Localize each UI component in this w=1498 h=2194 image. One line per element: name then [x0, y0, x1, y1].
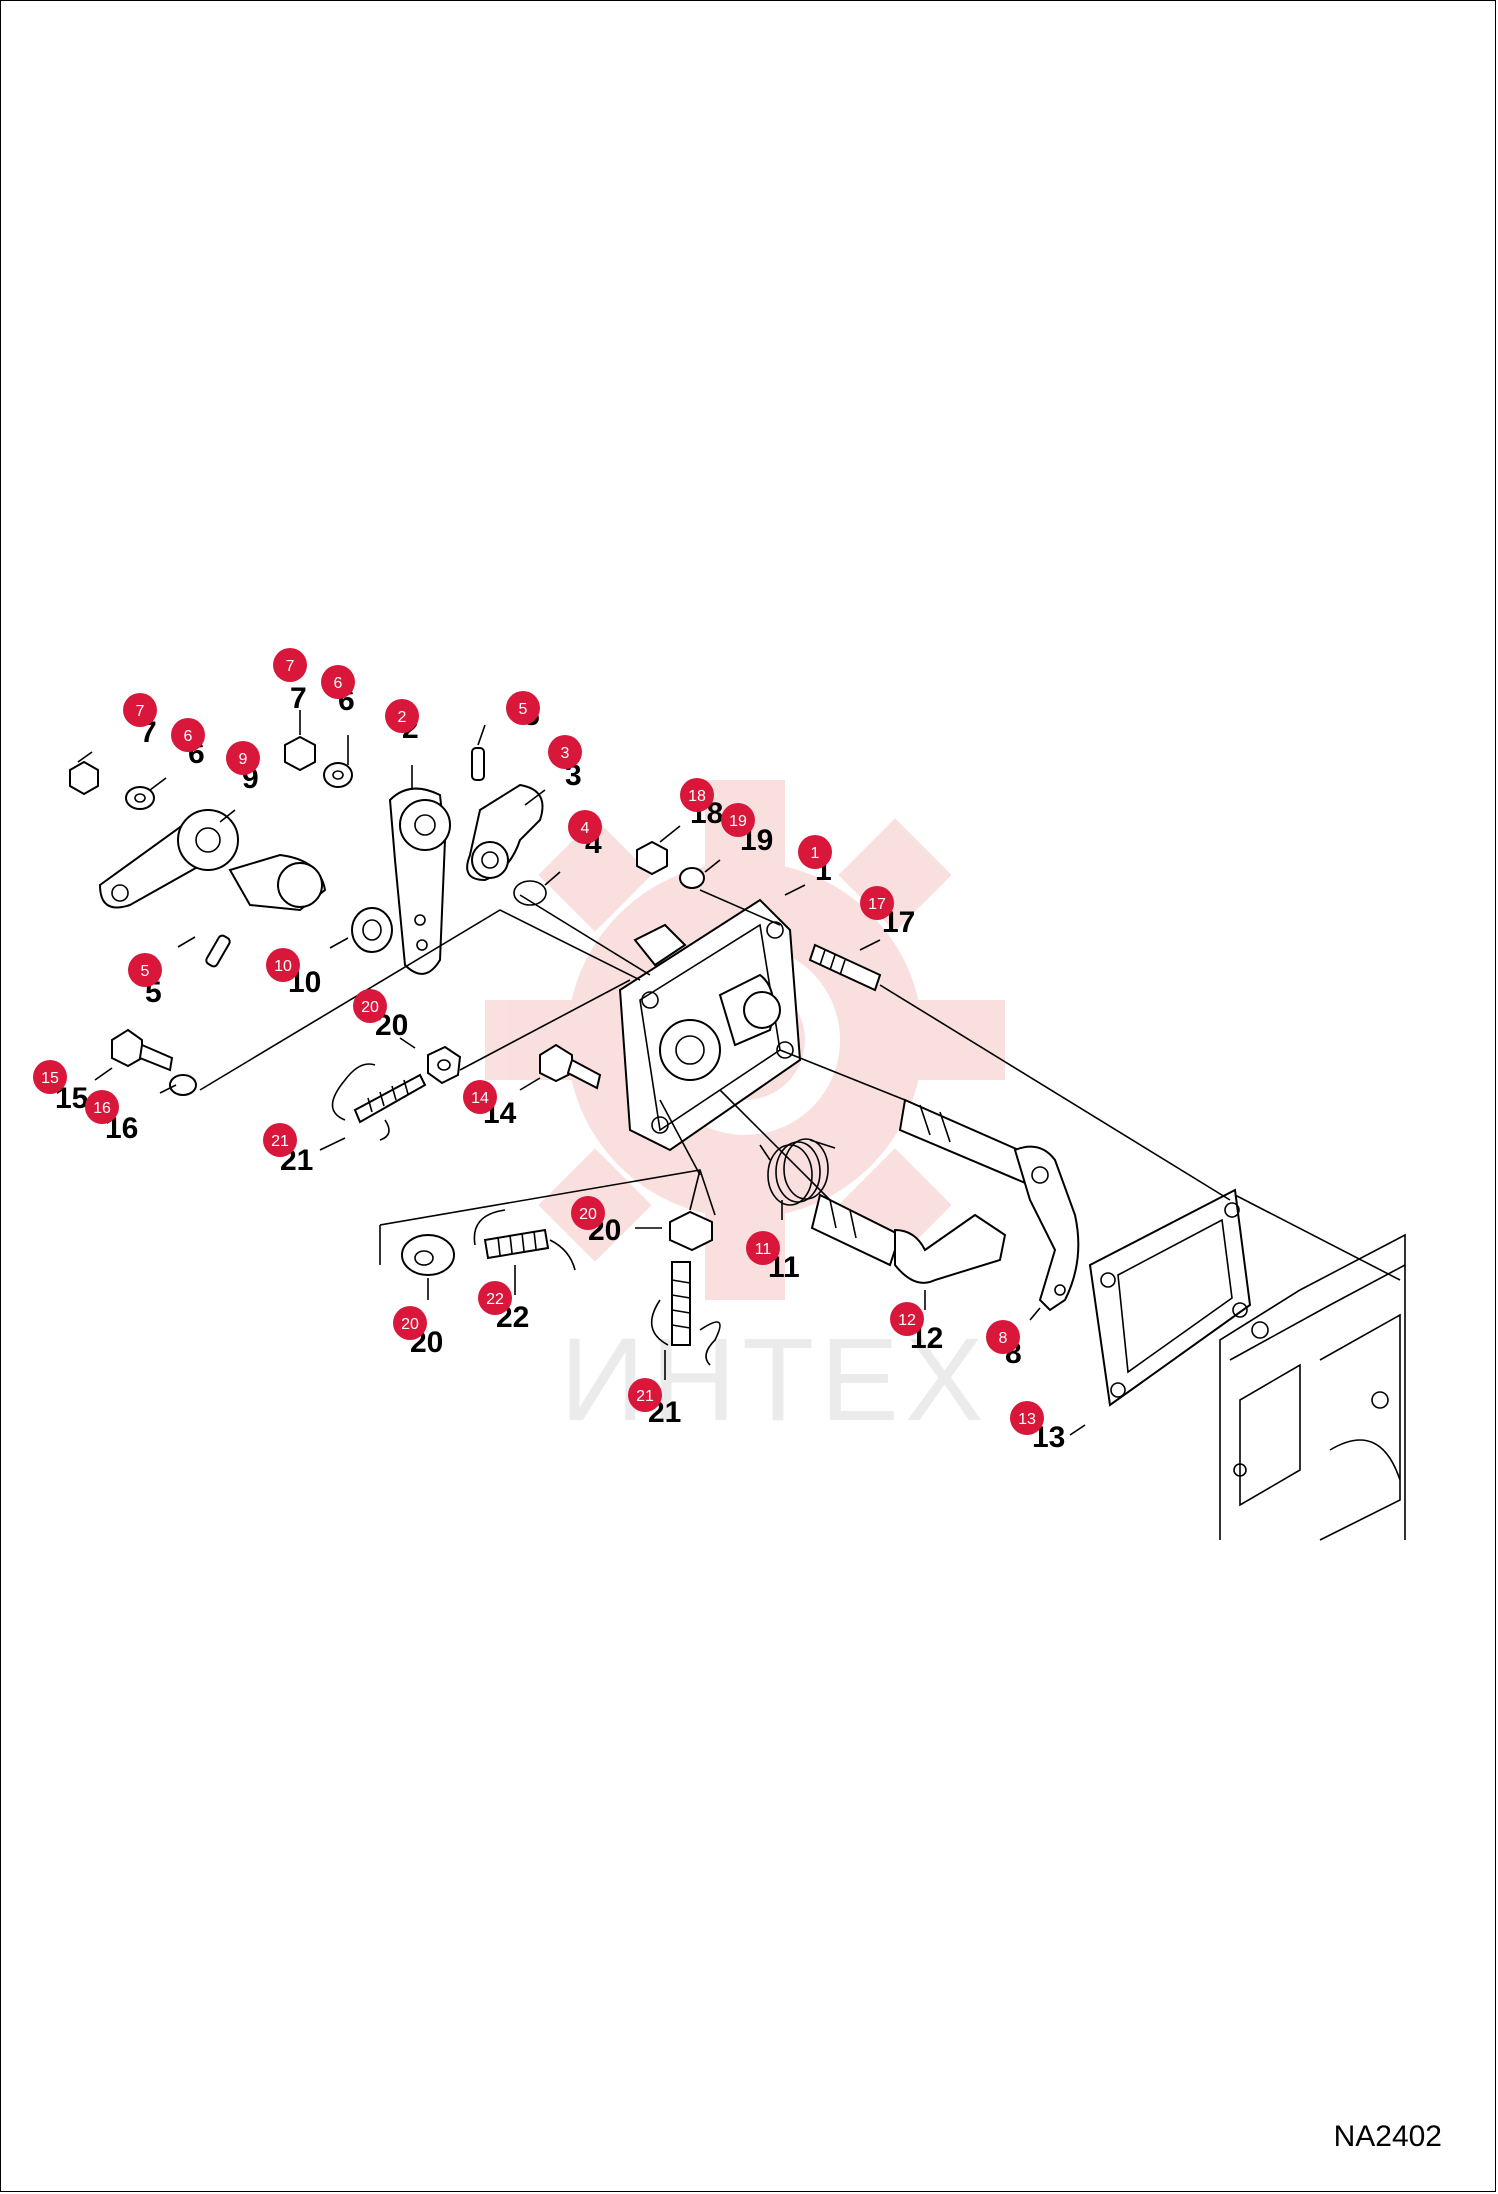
svg-text:16: 16 [93, 1100, 111, 1117]
svg-text:12: 12 [898, 1312, 916, 1329]
callout-badge[interactable]: 6 [321, 665, 355, 699]
spring-22 [473, 1209, 576, 1271]
svg-text:6: 6 [184, 728, 193, 745]
svg-text:5: 5 [141, 963, 150, 980]
shaft-crank-12 [810, 1193, 1007, 1284]
svg-text:9: 9 [239, 751, 248, 768]
svg-text:3: 3 [561, 745, 570, 762]
svg-text:13: 13 [1018, 1411, 1036, 1428]
nut-20-left [427, 1045, 462, 1085]
lever-9 [98, 809, 327, 912]
callout-badge[interactable]: 12 [890, 1302, 924, 1336]
nut-20-bottom [401, 1234, 455, 1276]
o-ring-4 [513, 880, 547, 906]
svg-text:7: 7 [136, 703, 145, 720]
pin-5-lower [205, 934, 231, 968]
callout-badge[interactable]: 5 [506, 691, 540, 725]
lever-3 [466, 783, 544, 882]
callout-leaders [77, 710, 1086, 1436]
callout-badge[interactable]: 5 [128, 953, 162, 987]
callout-badge[interactable]: 21 [263, 1123, 297, 1157]
washer-16 [169, 1074, 197, 1096]
callout-badge[interactable]: 17 [860, 886, 894, 920]
part-number: 7 [290, 682, 307, 715]
svg-text:7: 7 [286, 658, 295, 675]
callout-badge[interactable]: 10 [266, 948, 300, 982]
callout-badge[interactable]: 20 [571, 1196, 605, 1230]
nut-7-left [69, 760, 99, 796]
callout-badge[interactable]: 19 [721, 803, 755, 837]
nut-7-top [284, 735, 316, 772]
callout-badge[interactable]: 22 [478, 1281, 512, 1315]
svg-text:20: 20 [361, 999, 379, 1016]
svg-text:4: 4 [581, 820, 590, 837]
callout-badge[interactable]: 1 [798, 835, 832, 869]
torsion-spring-11 [759, 1138, 836, 1206]
callout-badge[interactable]: 3 [548, 735, 582, 769]
svg-text:10: 10 [274, 958, 292, 975]
callout-badge[interactable]: 8 [986, 1320, 1020, 1354]
shaft-lever-8 [898, 1098, 1080, 1312]
callout-badge[interactable]: 4 [568, 810, 602, 844]
svg-text:17: 17 [868, 896, 886, 913]
callout-badge[interactable]: 6 [171, 718, 205, 752]
callout-badge[interactable]: 13 [1010, 1401, 1044, 1435]
svg-text:15: 15 [41, 1070, 59, 1087]
svg-text:18: 18 [688, 788, 706, 805]
callout-badge[interactable]: 2 [385, 699, 419, 733]
engine-block [1219, 1233, 1406, 1541]
callout-badge[interactable]: 18 [680, 778, 714, 812]
callout-badge[interactable]: 15 [33, 1060, 67, 1094]
assembly-guide-lines [199, 889, 1401, 1281]
lever-2 [388, 787, 451, 975]
washer-6-top [323, 762, 353, 788]
svg-text:5: 5 [519, 701, 528, 718]
svg-text:8: 8 [999, 1330, 1008, 1347]
callout-badge[interactable]: 21 [628, 1378, 662, 1412]
watermark-text: ИНТЕХ [560, 1314, 990, 1446]
svg-text:20: 20 [401, 1316, 419, 1333]
oil-seal-10 [351, 907, 393, 953]
washer-19 [679, 867, 705, 889]
svg-text:14: 14 [471, 1090, 489, 1107]
svg-text:6: 6 [334, 675, 343, 692]
spring-21-bottom [650, 1261, 721, 1366]
governor-housing-1 [618, 898, 802, 1152]
callout-badge[interactable]: 7 [123, 693, 157, 727]
callout-badge[interactable]: 14 [463, 1080, 497, 1114]
drawing-code: NA2402 [1333, 2120, 1442, 2153]
svg-text:2: 2 [398, 709, 407, 726]
callout-badges[interactable]: 7 6 7 6 9 2 5 3 4 18 19 1 17 5 10 20 15 … [33, 648, 1044, 1435]
spring-21-left [331, 1063, 427, 1141]
callout-badge[interactable]: 7 [273, 648, 307, 682]
callout-badge[interactable]: 9 [226, 741, 260, 775]
svg-text:20: 20 [579, 1206, 597, 1223]
callout-badge[interactable]: 16 [85, 1090, 119, 1124]
svg-text:21: 21 [271, 1133, 289, 1150]
svg-text:1: 1 [811, 845, 820, 862]
nut-18 [636, 840, 668, 876]
svg-text:19: 19 [729, 813, 747, 830]
callout-badge[interactable]: 20 [353, 989, 387, 1023]
nut-20-center [669, 1210, 713, 1252]
stud-17 [808, 943, 882, 992]
gasket-13 [1088, 1188, 1252, 1407]
svg-text:22: 22 [486, 1291, 504, 1308]
callout-badge[interactable]: 20 [393, 1306, 427, 1340]
washer-6-left [125, 786, 155, 810]
svg-text:21: 21 [636, 1388, 654, 1405]
bolt-14 [539, 1043, 602, 1090]
pin-5-upper [471, 747, 485, 781]
svg-text:11: 11 [755, 1241, 772, 1258]
bolt-15 [111, 1028, 174, 1072]
callout-badge[interactable]: 11 [746, 1231, 780, 1265]
